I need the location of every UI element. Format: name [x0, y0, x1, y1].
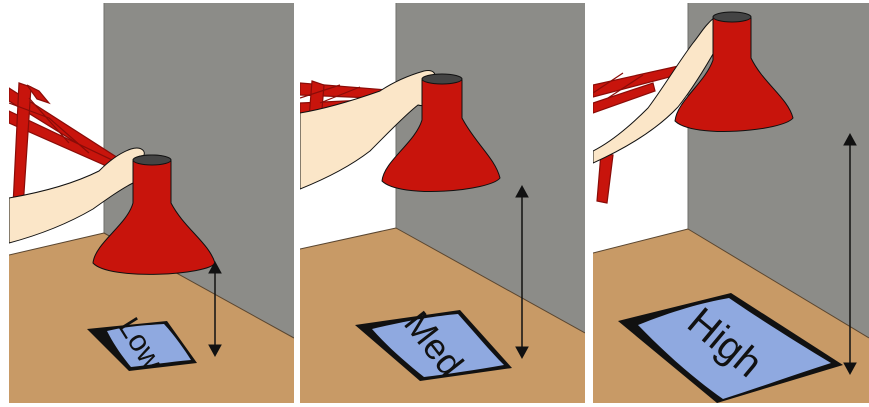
panel-med: Med [300, 3, 585, 403]
panel-high: High [593, 3, 869, 403]
panel-low: Low [9, 3, 294, 403]
panel-high-svg: High [593, 3, 869, 403]
panel-low-svg: Low [9, 3, 294, 403]
panel-med-svg: Med [300, 3, 585, 403]
